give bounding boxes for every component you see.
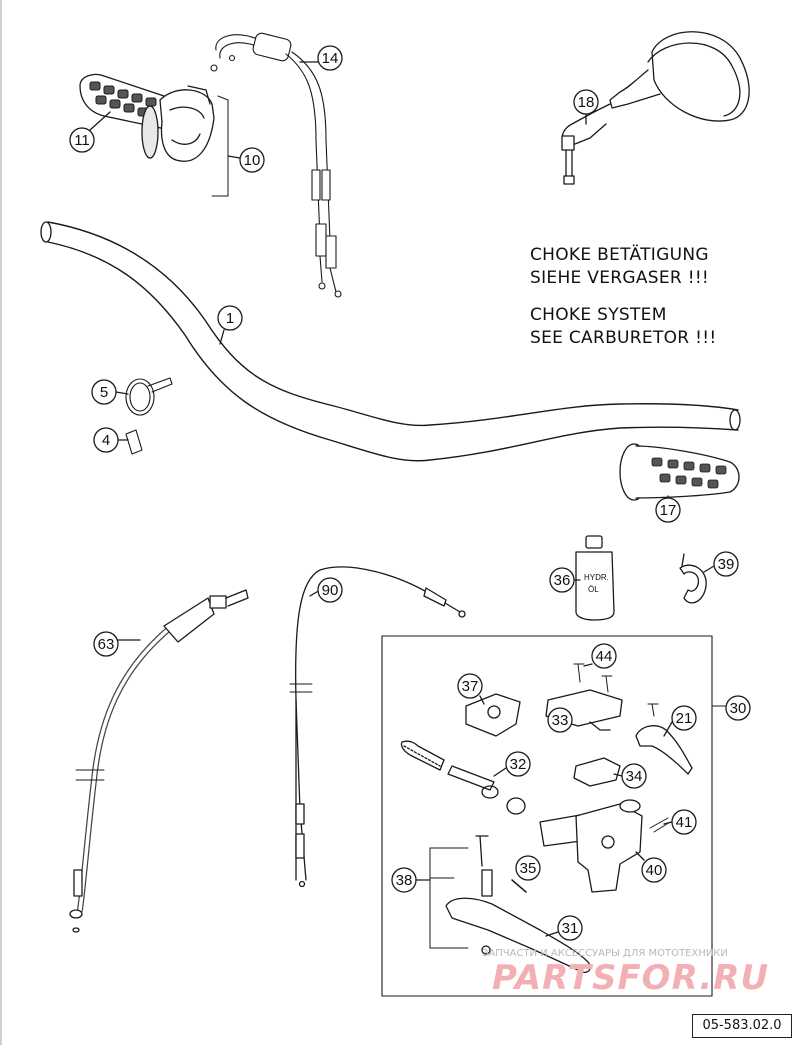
- callout-17: 17: [655, 495, 681, 523]
- callout-31: 31: [545, 915, 583, 941]
- lever-assembly-31: [445, 835, 591, 974]
- callout-4: 4: [93, 427, 129, 453]
- mirror: [561, 31, 750, 185]
- svg-text:32: 32: [510, 756, 527, 773]
- master-cylinder-40: [539, 799, 671, 893]
- svg-text:10: 10: [244, 152, 261, 169]
- callout-34: 34: [613, 763, 647, 789]
- bottle-label-line1: HYDR.: [584, 573, 609, 582]
- sleeve: [125, 429, 143, 455]
- svg-text:17: 17: [660, 502, 677, 519]
- lever-21: [635, 703, 693, 775]
- callout-18: 18: [573, 89, 599, 125]
- watermark-logo: PARTSFOR.RU: [492, 958, 770, 998]
- page-edge: [0, 0, 2, 1045]
- svg-text:11: 11: [74, 132, 90, 149]
- bracket-38: [429, 847, 469, 949]
- hydraulic-oil-bottle: HYDR. ÖL: [575, 535, 615, 621]
- callout-11: 11: [69, 111, 111, 153]
- svg-text:40: 40: [646, 862, 663, 879]
- svg-text:31: 31: [562, 920, 579, 937]
- throttle-cables: [210, 32, 342, 298]
- callout-37: 37: [457, 673, 485, 705]
- svg-text:30: 30: [730, 700, 747, 717]
- clamp: [679, 553, 707, 604]
- handlebar: [40, 221, 741, 462]
- bracket-10: [211, 95, 229, 197]
- svg-text:37: 37: [462, 678, 479, 695]
- svg-text:38: 38: [396, 872, 413, 889]
- cable-tie: [125, 377, 173, 416]
- left-grip: [619, 443, 740, 501]
- svg-text:41: 41: [676, 814, 693, 831]
- callout-5: 5: [91, 379, 129, 405]
- callout-41: 41: [663, 809, 697, 835]
- callout-40: 40: [635, 851, 667, 883]
- callout-39: 39: [703, 551, 739, 577]
- speedometer-cable: [69, 589, 249, 933]
- callout-10: 10: [227, 147, 265, 173]
- watermark-subtitle: ЗАПЧАСТИ И АКСЕССУАРЫ ДЛЯ МОТОТЕХНИКИ: [482, 948, 728, 959]
- svg-text:44: 44: [596, 648, 613, 665]
- choke-note-german-line2: SIEHE VERGASER !!!: [530, 268, 710, 288]
- callout-44: 44: [583, 643, 617, 669]
- gasket-34: [573, 757, 621, 787]
- svg-text:21: 21: [676, 710, 693, 727]
- drawing-code: 05-583.02.0: [692, 1014, 792, 1038]
- throttle-grip: [79, 73, 215, 162]
- svg-text:90: 90: [322, 582, 339, 599]
- choke-note-english-line2: SEE CARBURETOR !!!: [530, 328, 717, 348]
- piston-kit-32: [400, 740, 526, 815]
- callout-33: 33: [547, 707, 573, 733]
- callout-1: 1: [217, 305, 243, 345]
- svg-text:5: 5: [100, 384, 108, 401]
- callout-36: 36: [549, 567, 581, 593]
- callout-38: 38: [391, 867, 431, 893]
- clamp-37: [465, 693, 521, 737]
- callout-21: 21: [663, 705, 697, 737]
- svg-text:1: 1: [226, 310, 234, 327]
- callout-90: 90: [309, 577, 343, 603]
- svg-text:14: 14: [322, 50, 339, 67]
- choke-note-german: CHOKE BETÄTIGUNG SIEHE VERGASER !!!: [530, 244, 709, 290]
- svg-text:36: 36: [554, 572, 571, 589]
- callout-35: 35: [515, 855, 541, 881]
- svg-text:18: 18: [578, 94, 595, 111]
- svg-text:33: 33: [552, 712, 569, 729]
- svg-text:4: 4: [102, 432, 110, 449]
- svg-text:34: 34: [626, 768, 643, 785]
- svg-text:39: 39: [718, 556, 735, 573]
- screws-44: [573, 663, 613, 693]
- bottle-label-line2: ÖL: [588, 585, 599, 594]
- svg-text:63: 63: [98, 636, 115, 653]
- svg-text:35: 35: [520, 860, 537, 877]
- clutch-cable: [289, 566, 466, 888]
- callout-30: 30: [725, 695, 751, 721]
- callout-14: 14: [299, 45, 343, 71]
- choke-note-german-line1: CHOKE BETÄTIGUNG: [530, 245, 709, 265]
- callout-32: 32: [493, 751, 531, 777]
- choke-note-english-line1: CHOKE SYSTEM: [530, 305, 667, 325]
- callout-63: 63: [93, 631, 141, 657]
- choke-note-english: CHOKE SYSTEM SEE CARBURETOR !!!: [530, 304, 716, 350]
- kit-box: [381, 635, 713, 997]
- callouts: 1 4 5 10 11 14 17 18 21 30 31 32 33 34 3…: [69, 45, 751, 941]
